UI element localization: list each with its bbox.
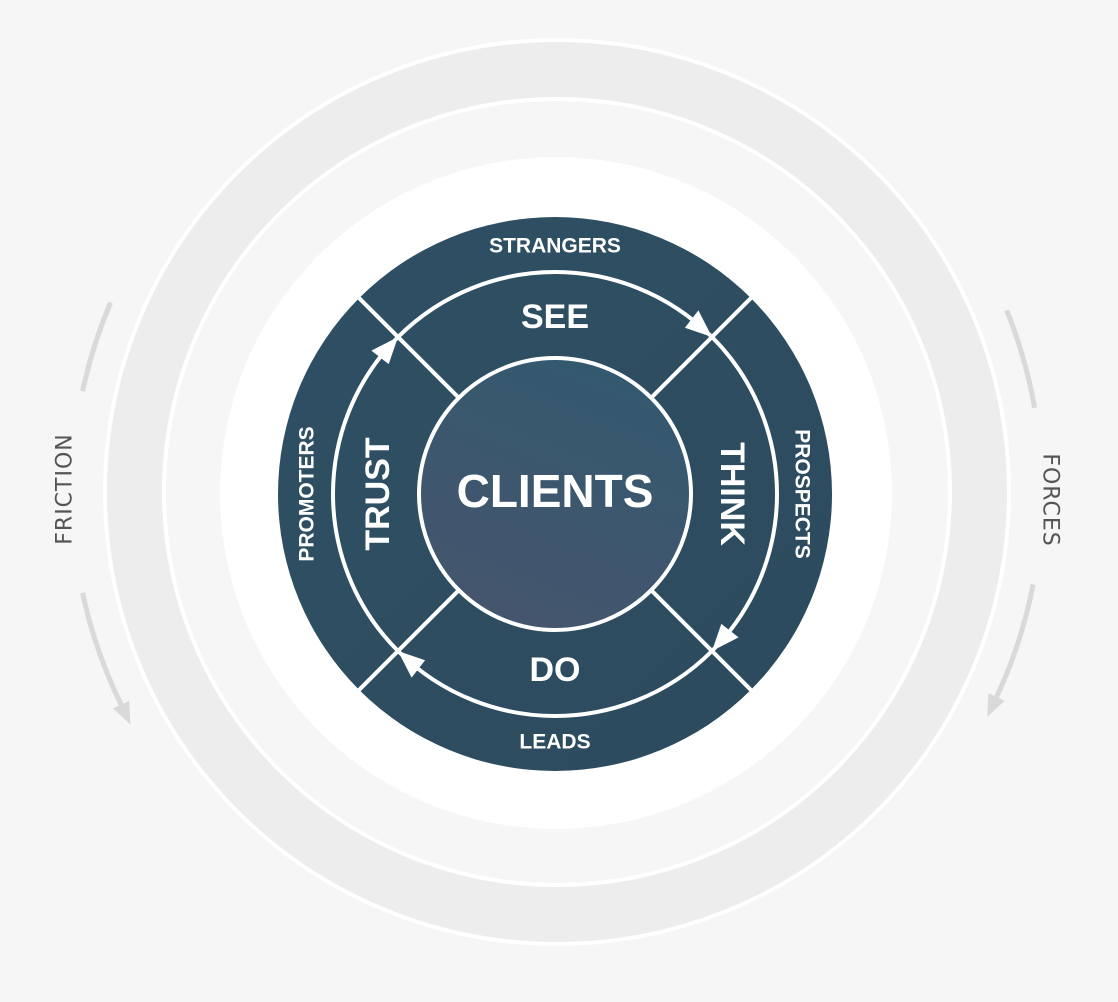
friction-label: FRICTION xyxy=(53,433,78,545)
audience-label-promoters: PROMOTERS xyxy=(296,426,319,561)
arrowhead-nw xyxy=(371,337,398,365)
divider-sw xyxy=(356,588,461,693)
audience-label-leads: LEADS xyxy=(519,731,590,754)
divider-ne xyxy=(649,295,754,400)
arrowhead-ne xyxy=(684,310,712,337)
forces-label: FORCES xyxy=(1038,453,1063,546)
friction-arrow-head xyxy=(112,700,131,725)
center-label: CLIENTS xyxy=(457,465,654,517)
audience-label-strangers: STRANGERS xyxy=(489,235,621,258)
quadrant-dividers xyxy=(356,295,754,693)
stage-ring-boundary xyxy=(331,270,779,718)
divider-se xyxy=(649,588,754,693)
stage-label-see: SEE xyxy=(521,298,589,336)
forces-arrow-top-arc xyxy=(1004,309,1038,409)
arrowhead-sw xyxy=(398,651,426,678)
center-circle xyxy=(417,356,693,632)
arrowhead-se xyxy=(712,623,739,651)
friction-arrow-top-arc xyxy=(80,301,113,392)
stage-label-think: THINK xyxy=(713,442,751,546)
stage-label-do: DO xyxy=(530,651,581,689)
audience-label-prospects: PROSPECTS xyxy=(791,429,814,559)
flow-arrowheads xyxy=(371,310,739,678)
friction-arrow-bottom-arc xyxy=(80,592,124,706)
divider-nw xyxy=(356,295,461,400)
forces-arrow-head xyxy=(987,693,1005,717)
forces-arrow-bottom-arc xyxy=(994,584,1036,699)
stage-label-trust: TRUST xyxy=(359,437,397,551)
